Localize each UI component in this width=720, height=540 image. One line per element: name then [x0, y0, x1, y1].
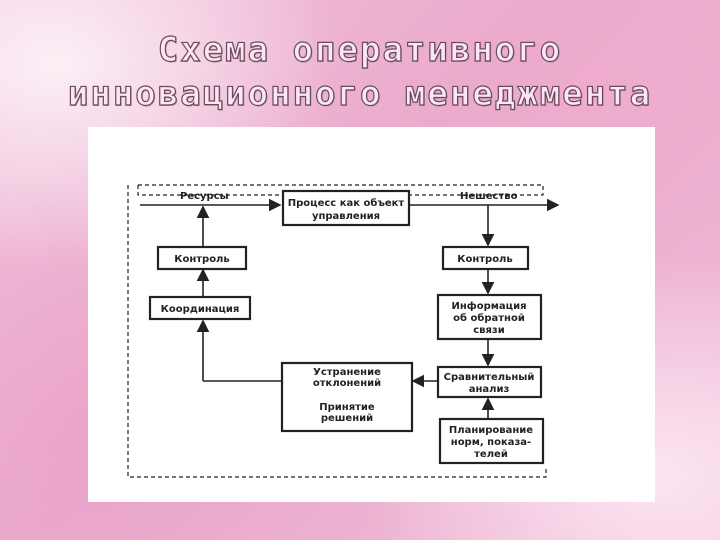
process-label-2: управления: [312, 211, 380, 222]
comparative-box: [436, 365, 543, 399]
feedback-label-2: об обратной: [453, 312, 525, 324]
planning-label-1: Планирование: [449, 425, 533, 436]
title-line-2: инновационного менеджмента: [67, 73, 653, 114]
label-novelty: Нешество: [460, 191, 518, 202]
process-label-1: Процесс как объект: [288, 197, 405, 209]
control-left-box: [156, 245, 248, 271]
planning-label-2: норм, показа-: [451, 437, 531, 448]
slide-title: Схема оперативного инновационного менедж…: [0, 28, 720, 116]
coordination-box: [148, 295, 252, 321]
elimination-label-1: Устранение: [313, 367, 381, 378]
title-line-1: Схема оперативного: [157, 29, 563, 70]
diagram-panel: Ресурсы Нешество Процесс как объект упра…: [88, 127, 655, 502]
comparative-label-1: Сравнительный: [444, 372, 535, 383]
elimination-label-2: отклонений: [313, 378, 381, 389]
comparative-label-2: анализ: [469, 384, 510, 395]
dashed-frame-outer: [127, 185, 547, 478]
decision-label-2: решений: [321, 413, 373, 424]
process-box: [281, 189, 411, 227]
feedback-label-3: связи: [473, 325, 505, 336]
control-right-label: Контроль: [457, 254, 512, 265]
coordination-label: Координация: [161, 304, 240, 315]
control-right-box: [441, 245, 530, 271]
elimination-decision-box: [280, 361, 414, 433]
planning-label-3: телей: [474, 449, 508, 460]
label-resources: Ресурсы: [180, 191, 229, 202]
management-scheme-diagram: Ресурсы Нешество Процесс как объект упра…: [127, 184, 560, 478]
feedback-label-1: Информация: [452, 300, 527, 312]
control-left-label: Контроль: [174, 254, 229, 265]
decision-label-1: Принятие: [319, 402, 375, 413]
feedback-box: [436, 293, 543, 341]
planning-box: [438, 417, 545, 465]
